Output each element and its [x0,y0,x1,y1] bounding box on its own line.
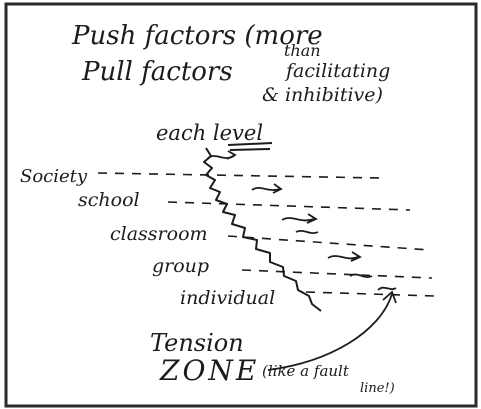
level-label-school: school [78,189,140,211]
zone-pointer-arrowhead [382,290,397,304]
level-label-group: group [152,255,209,277]
each-level-label: each level [156,121,263,145]
fault-line-note: (like a fault [262,362,350,380]
arrow-curl-4 [295,229,319,235]
arrow-curl-2 [251,186,281,191]
pull-factors-label: Pull factors [81,57,233,87]
dashed-line-school [167,201,411,211]
arrow-head-5 [350,251,362,262]
push-factors-label: Push factors (more [71,21,323,51]
aside-than: than [284,41,321,60]
level-label-classroom: classroom [110,223,208,245]
level-label-society: Society [20,166,88,187]
fault-line-zigzag [203,147,322,312]
arrow-head-3 [306,213,318,224]
aside-facilitating: facilitating [284,60,390,82]
tension-zone-subtitle: ZONE [159,354,259,387]
arrow-curl-5 [327,255,359,260]
arrow-curl-7 [377,286,397,291]
dashed-line-society [97,172,381,179]
dashed-line-individual [305,291,435,297]
level-dashed-lines [97,172,435,297]
fault-line-note-2: line!) [360,381,395,396]
arrow-head-2 [272,183,283,194]
dashed-line-classroom [227,235,431,251]
each-level-underline [227,142,273,151]
aside-inhibitive: & inhibitive) [262,84,383,106]
tension-zone-title: Tension [150,329,244,357]
dashed-line-group [241,269,433,279]
arrow-curl-3 [281,217,315,222]
arrow-curl-6 [349,273,373,278]
tension-arrows [207,150,397,291]
zone-pointer-arrow [267,293,393,371]
arrow-head-1 [226,150,237,160]
page-border [4,2,478,408]
level-label-individual: individual [180,287,275,309]
